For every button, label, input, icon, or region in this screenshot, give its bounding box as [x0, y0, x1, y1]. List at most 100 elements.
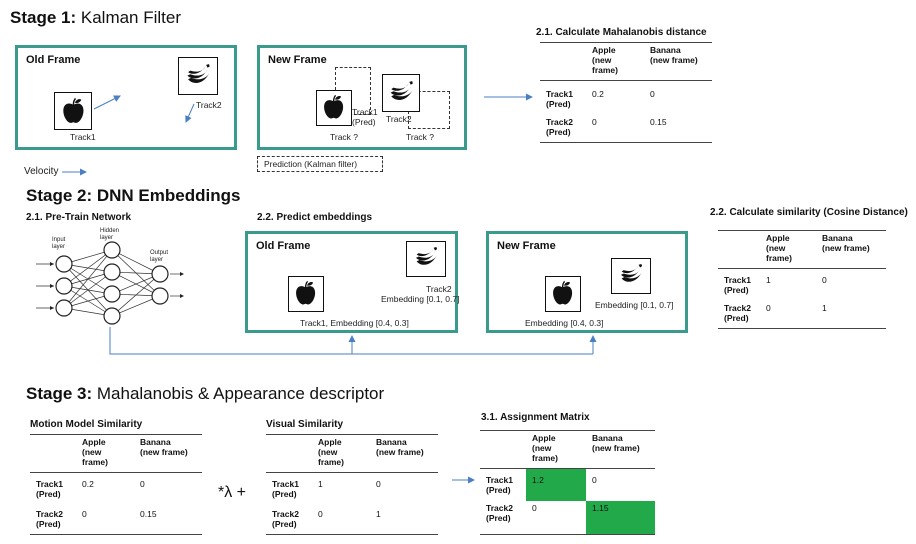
- predict-title: 2.2. Predict embeddings: [257, 212, 373, 223]
- banana-icon: [382, 74, 420, 112]
- stage1-old-frame: Old Frame Track1 Track2: [15, 45, 237, 150]
- cell: 0: [76, 506, 134, 535]
- table-corner: [30, 434, 76, 473]
- col-banana: Banana (new frame): [586, 430, 655, 469]
- cell: 1: [816, 300, 886, 329]
- track-unknown-label: Track ?: [406, 132, 435, 142]
- cell: 0: [376, 479, 381, 489]
- row-head: Track1 (Pred): [486, 475, 513, 495]
- apple-embedding-label: Embedding [0.4, 0.3]: [525, 318, 604, 328]
- motion-table: Apple (new frame) Banana (new frame) Tra…: [30, 434, 202, 535]
- cell: 0: [760, 300, 816, 329]
- col-banana: Banana (new frame): [644, 42, 712, 81]
- apple-icon: [316, 90, 352, 126]
- table-corner: [480, 430, 526, 469]
- stage3-title-rest: Mahalanobis & Appearance descriptor: [96, 384, 385, 403]
- cosine-table: Apple (new frame) Banana (new frame) Tra…: [718, 230, 886, 329]
- table-row: Track1 (Pred) 0.2 0: [540, 81, 712, 115]
- visual-title: Visual Similarity: [266, 419, 344, 430]
- track2-embedding-label: Embedding [0.1, 0.7]: [381, 294, 460, 304]
- pretrain-title: 2.1. Pre-Train Network: [26, 212, 132, 223]
- mahalanobis-table: Apple (new frame) Banana (new frame) Tra…: [540, 42, 712, 143]
- row-head: Track2 (Pred): [30, 506, 76, 535]
- track-unknown-label: Track ?: [330, 132, 359, 142]
- table-row: Track1 (Pred) 1 0: [718, 269, 886, 301]
- apple-icon: [54, 92, 92, 130]
- new-frame-label: New Frame: [268, 54, 327, 66]
- col-apple: Apple (new frame): [526, 430, 586, 469]
- mahalanobis-title: 2.1. Calculate Mahalanobis distance: [536, 27, 707, 38]
- row-head: Track1 (Pred): [36, 479, 63, 499]
- new-frame-label: New Frame: [497, 240, 556, 252]
- col-banana: Banana (new frame): [816, 230, 886, 269]
- banana-icon: [611, 258, 651, 294]
- col-apple: Apple (new frame): [586, 42, 644, 81]
- cell-highlighted: 1.2: [526, 468, 586, 501]
- banana-icon: [178, 57, 218, 95]
- col-banana: Banana (new frame): [370, 434, 438, 473]
- assignment-table: Apple (new frame) Banana (new frame) Tra…: [480, 430, 655, 535]
- table-corner: [540, 42, 586, 81]
- neural-network-diagram: [36, 241, 184, 325]
- cell: 0: [140, 479, 145, 489]
- track1-label: Track1: [70, 132, 96, 142]
- stage3-title-bold: Stage 3:: [26, 384, 93, 403]
- cell: 0: [526, 500, 586, 535]
- stage3-title: Stage 3: Mahalanobis & Appearance descri…: [26, 384, 384, 404]
- old-frame-label: Old Frame: [256, 240, 311, 252]
- cell-highlighted: 1.15: [586, 500, 655, 535]
- stage2-old-frame: Old Frame Track1, Embedding [0.4, 0.3] T…: [245, 231, 460, 333]
- stage2-title-bold: Stage 2:: [26, 186, 93, 205]
- cell: 1: [766, 275, 771, 285]
- track1-pred-label: Track1 (Pred): [352, 107, 378, 127]
- stage2-title: Stage 2: DNN Embeddings: [26, 186, 240, 206]
- stage1-new-frame: New Frame Track1 (Pred) Track ? Track2 T…: [257, 45, 467, 150]
- cell: 0: [312, 506, 370, 535]
- cell: 0.15: [644, 114, 712, 143]
- row-head: Track2 (Pred): [480, 500, 526, 535]
- table-row: Track1 (Pred) 0.2 0: [30, 473, 202, 507]
- stage1-title-bold: Stage 1:: [10, 8, 77, 27]
- cell: 0.15: [134, 506, 202, 535]
- nn-output-label: Output layer: [150, 250, 169, 263]
- cell: 0.2: [82, 479, 94, 489]
- cell: 0: [822, 275, 827, 285]
- table-corner: [718, 230, 760, 269]
- banana-embedding-label: Embedding [0.1, 0.7]: [595, 300, 674, 310]
- motion-title: Motion Model Similarity: [30, 419, 143, 430]
- track2-label: Track2: [426, 284, 452, 294]
- table-row: Track1 (Pred) 1.2 0: [480, 468, 655, 501]
- row-head: Track2 (Pred): [718, 300, 760, 329]
- stage2-title-rest: DNN Embeddings: [96, 186, 241, 205]
- col-apple: Apple (new frame): [76, 434, 134, 473]
- prediction-label: Prediction (Kalman filter): [264, 159, 358, 169]
- cell: 0: [650, 89, 655, 99]
- lambda-operator: *λ +: [218, 484, 247, 501]
- velocity-label: Velocity: [24, 166, 59, 177]
- old-frame-label: Old Frame: [26, 54, 81, 66]
- col-apple: Apple (new frame): [312, 434, 370, 473]
- track1-embedding-label: Track1, Embedding [0.4, 0.3]: [300, 318, 409, 328]
- nn-hidden-label: Hidden layer: [100, 228, 120, 241]
- cell: 1: [370, 506, 438, 535]
- row-head: Track1 (Pred): [272, 479, 299, 499]
- cell: 0: [586, 114, 644, 143]
- stage1-title: Stage 1: Kalman Filter: [10, 8, 181, 28]
- track2-label: Track2: [196, 100, 222, 110]
- row-head: Track1 (Pred): [546, 89, 573, 109]
- banana-icon: [406, 241, 446, 277]
- row-head: Track1 (Pred): [724, 275, 751, 295]
- table-corner: [266, 434, 312, 473]
- nn-input-label: Input layer: [52, 237, 66, 250]
- row-head: Track2 (Pred): [266, 506, 312, 535]
- assignment-title: 3.1. Assignment Matrix: [481, 412, 590, 423]
- stage2-new-frame: New Frame Embedding [0.4, 0.3] Embedding…: [486, 231, 688, 333]
- cell: 0: [592, 475, 597, 485]
- cell: 0.2: [592, 89, 604, 99]
